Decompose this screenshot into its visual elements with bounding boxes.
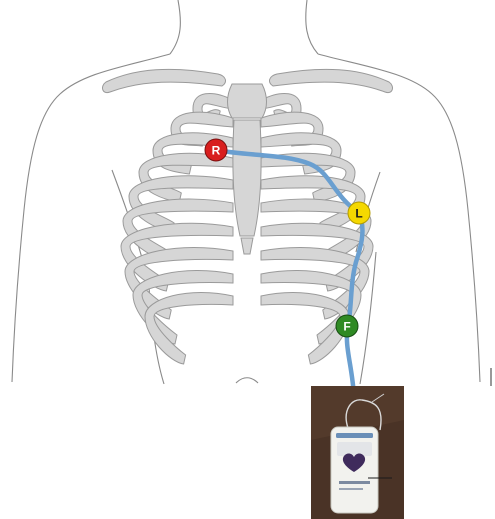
electrode-foot-label: F [343, 320, 350, 334]
device-indicator-strip [339, 481, 370, 484]
device-top-bar [336, 433, 373, 438]
rib-left-9 [133, 271, 233, 344]
right-neck-line [306, 0, 318, 54]
rib-left-10 [145, 292, 233, 364]
right-clavicle [270, 69, 393, 92]
electrode-right-arm-label: R [212, 144, 221, 158]
xiphoid-process [241, 238, 253, 254]
left-clavicle [103, 69, 226, 92]
electrode-right-arm[interactable]: R [205, 139, 227, 161]
holter-device-photo [311, 386, 404, 519]
electrode-left-arm[interactable]: L [348, 202, 370, 224]
device-label-panel [337, 442, 372, 456]
device-indicator-strip-2 [339, 488, 363, 490]
navel [236, 378, 258, 383]
sternum-body [233, 120, 261, 236]
electrode-foot[interactable]: F [336, 315, 358, 337]
left-neck-line [170, 0, 180, 54]
electrode-left-arm-label: L [355, 207, 362, 221]
manubrium [228, 84, 267, 118]
